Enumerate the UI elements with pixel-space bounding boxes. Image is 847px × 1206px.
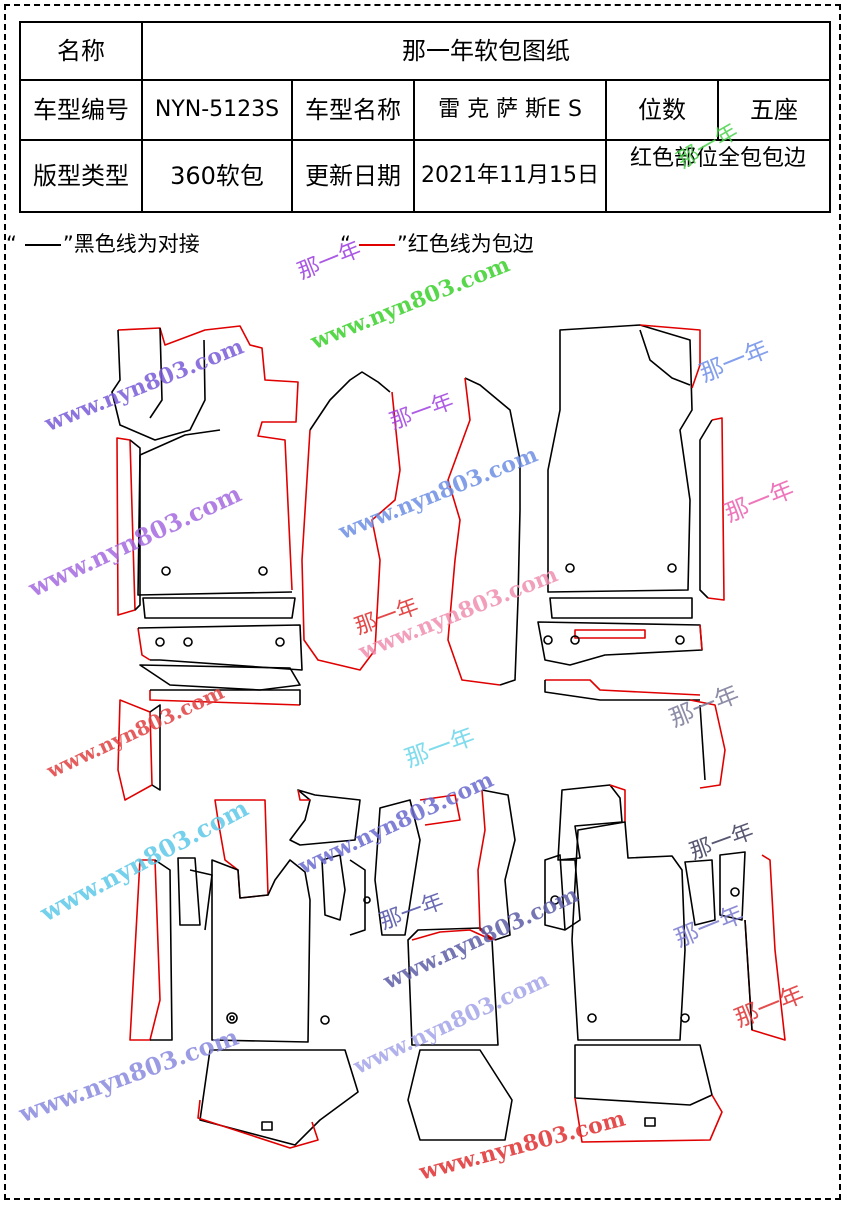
legend-red-text: 红色线为包边 [407,232,534,256]
legend-quote-open: “ [340,232,351,256]
seats-label: 位数 [605,79,719,141]
drawing-title: 那一年软包图纸 [140,21,832,81]
legend-quote-close: ” [62,232,74,256]
legend-black: “ ”黑色线为对接 [6,228,200,258]
right-tunnel-piece [447,377,521,686]
left-side-strip [116,437,141,616]
model-name-value: 雷 克 萨 斯E S [413,79,607,141]
legend-quote-open: “ [6,232,17,256]
update-date-value: 2021年11月15日 [413,139,607,213]
rear-right-pieces [544,784,786,1143]
front-right-mat-piece [547,324,701,593]
front-left-mat-piece [111,325,299,596]
legend-red: “ ”红色线为包边 [340,228,534,258]
rear-left-pieces [129,789,371,1149]
spec-table: 名称 那一年软包图纸 车型编号 NYN-5123S 车型名称 雷 克 萨 斯E … [19,21,832,213]
dashed-page-border [4,4,841,1200]
front-left-sill-pieces [137,597,303,706]
legend-quote-close: ” [396,232,408,256]
type-value: 360软包 [141,139,293,213]
seats-value: 五座 [716,79,832,141]
update-label: 更新日期 [291,139,415,213]
left-tunnel-piece [301,371,401,671]
name-label: 名称 [19,21,143,81]
right-side-strip [699,417,725,601]
note-value: 红色部位全包包边 [604,139,832,213]
model-code-label: 车型编号 [19,79,143,141]
left-footrest-piece [117,699,161,801]
front-right-sill-pieces [537,597,726,789]
legend-black-text: 黑色线为对接 [73,232,200,256]
model-code-value: NYN-5123S [141,79,293,141]
rear-center-pieces [374,789,516,1141]
legend-black-line-swatch [24,244,61,246]
model-name-label: 车型名称 [291,79,415,141]
legend-red-line-swatch [358,244,395,246]
type-label: 版型类型 [19,139,143,213]
